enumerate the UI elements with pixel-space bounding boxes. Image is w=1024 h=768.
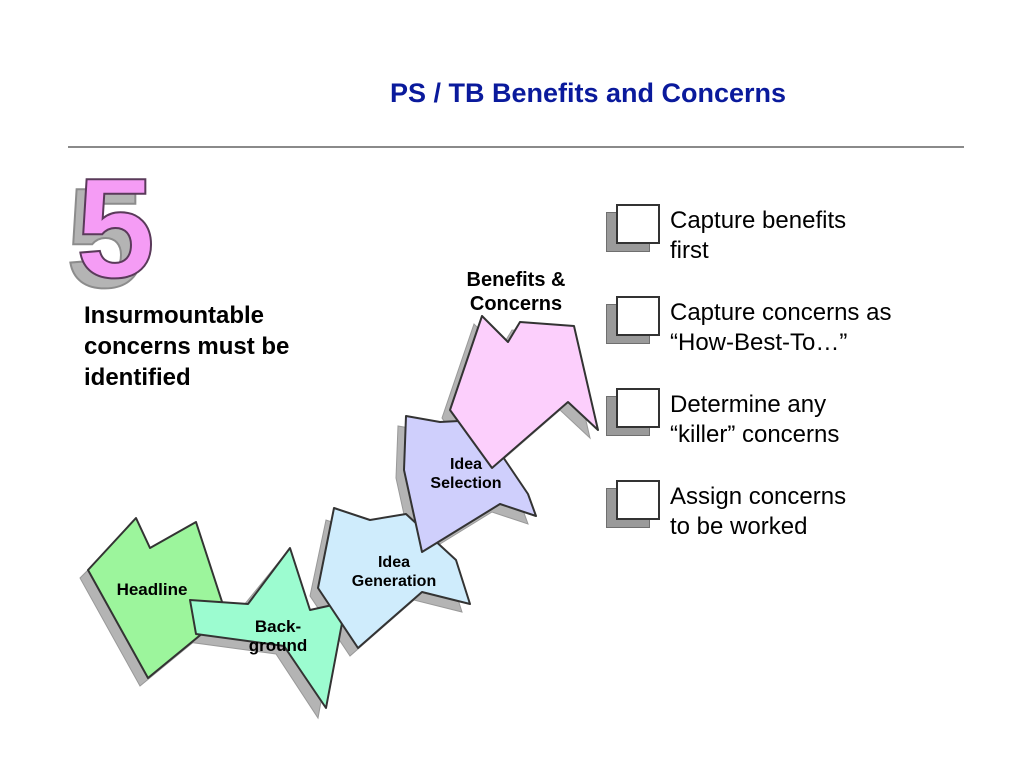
stage-arrow-benefits-concerns bbox=[449, 315, 599, 469]
stage-arrow-idea-selection bbox=[403, 415, 537, 553]
stage-label-background: Back- ground bbox=[248, 617, 308, 655]
subtitle: Insurmountable concerns must be identifi… bbox=[84, 302, 290, 391]
svg-text:5: 5 bbox=[76, 149, 155, 308]
checklist-item: Capture concerns as “How-Best-To…” bbox=[606, 296, 936, 356]
checklist-item: Capture benefits first bbox=[606, 204, 936, 264]
checkbox[interactable] bbox=[616, 296, 660, 336]
page-title: PS / TB Benefits and Concerns bbox=[389, 78, 787, 108]
checkbox[interactable] bbox=[616, 480, 660, 520]
checklist-item-text: Capture benefits first bbox=[670, 207, 847, 264]
checklist-item-text: Capture concerns as “How-Best-To…” bbox=[670, 299, 892, 356]
svg-text:5: 5 bbox=[66, 159, 145, 318]
checklist-item-text: Determine any “killer” concerns bbox=[670, 391, 840, 448]
checklist-item-text: Assign concerns to be worked bbox=[670, 483, 847, 540]
checkbox[interactable] bbox=[616, 388, 660, 428]
arrows bbox=[87, 315, 599, 709]
checkbox[interactable] bbox=[616, 204, 660, 244]
stage-label-idea-selection: Idea Selection bbox=[430, 456, 502, 492]
stage-label-idea-generation: Idea Generation bbox=[351, 554, 437, 590]
step-number-5: 5 5 bbox=[65, 148, 156, 319]
checklist-item: Determine any “killer” concerns bbox=[606, 388, 936, 448]
stage-arrow-headline bbox=[87, 517, 227, 679]
checklist-item: Assign concerns to be worked bbox=[606, 480, 936, 540]
title-divider bbox=[68, 146, 964, 148]
stage-label-benefits-concerns: Benefits & Concerns bbox=[466, 269, 566, 315]
stage-label-headline: Headline bbox=[116, 580, 188, 599]
